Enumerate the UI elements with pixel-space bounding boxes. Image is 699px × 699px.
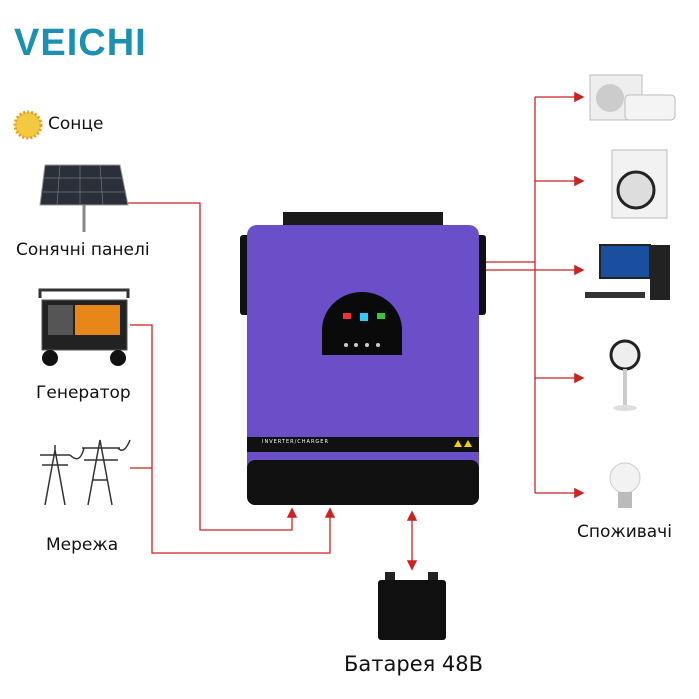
generator-label: Генератор (36, 383, 131, 403)
battery-label: Батарея 48В (344, 652, 484, 676)
sun-label: Сонце (48, 114, 104, 134)
battery-icon (378, 572, 446, 640)
generator-icon (38, 288, 130, 366)
sun-icon (13, 110, 43, 140)
brand-logo: VEICHI (14, 22, 147, 64)
inverter-label: INVERTER/CHARGER (262, 439, 329, 445)
grid-label: Мережа (46, 535, 119, 555)
loads-label: Споживачі (577, 522, 672, 542)
inverter-device (240, 212, 486, 505)
solar-label: Сонячні панелі (16, 240, 150, 260)
computer-icon (585, 244, 670, 300)
air-conditioner-icon (589, 74, 676, 121)
solar-panel-icon (39, 164, 129, 232)
power-tower-icon (40, 439, 131, 506)
fan-icon (609, 339, 641, 411)
washing-machine-icon (611, 149, 668, 219)
light-bulb-icon (609, 462, 641, 508)
display-screen (322, 292, 402, 355)
